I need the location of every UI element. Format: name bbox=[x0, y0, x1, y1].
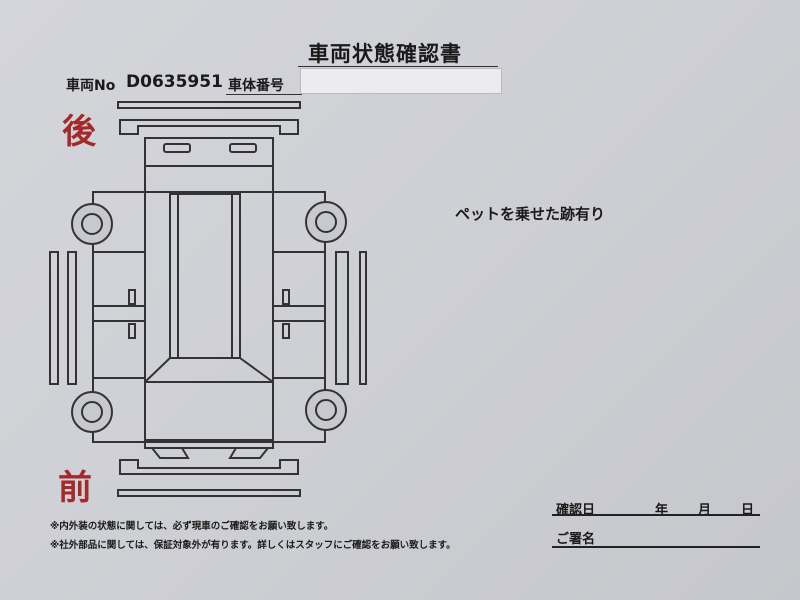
vehicle-diagram bbox=[49, 101, 367, 497]
footnote-2: ※社外部品に関しては、保証対象外が有ります。詳しくはスタッフにご確認をお願い致し… bbox=[50, 540, 456, 551]
vehicle-no-value: D0635951 bbox=[126, 72, 223, 92]
wheels bbox=[71, 201, 347, 433]
body-outline bbox=[92, 165, 326, 443]
chassis-no-redaction bbox=[300, 68, 502, 94]
hood bbox=[144, 439, 274, 459]
title-underline bbox=[298, 66, 498, 67]
damage-note: ペットを乗せた跡有り bbox=[455, 205, 606, 223]
rear-label: 後 bbox=[62, 112, 96, 152]
rear-bumper bbox=[117, 101, 301, 135]
date-line bbox=[552, 514, 760, 516]
front-bumper bbox=[117, 459, 301, 497]
vehicle-no-label: 車両No bbox=[66, 78, 116, 94]
side-mirrors bbox=[49, 251, 367, 385]
chassis-no-label: 車体番号 bbox=[228, 78, 284, 94]
trunk bbox=[144, 137, 274, 167]
signature-line bbox=[552, 546, 760, 548]
document-title: 車両状態確認書 bbox=[308, 42, 462, 66]
footnote-1: ※内外装の状態に関しては、必ず現車のご確認をお願い致します。 bbox=[50, 521, 334, 532]
chassis-no-underline bbox=[226, 94, 302, 95]
front-label: 前 bbox=[58, 468, 92, 508]
signature-label: ご署名 bbox=[556, 532, 596, 547]
